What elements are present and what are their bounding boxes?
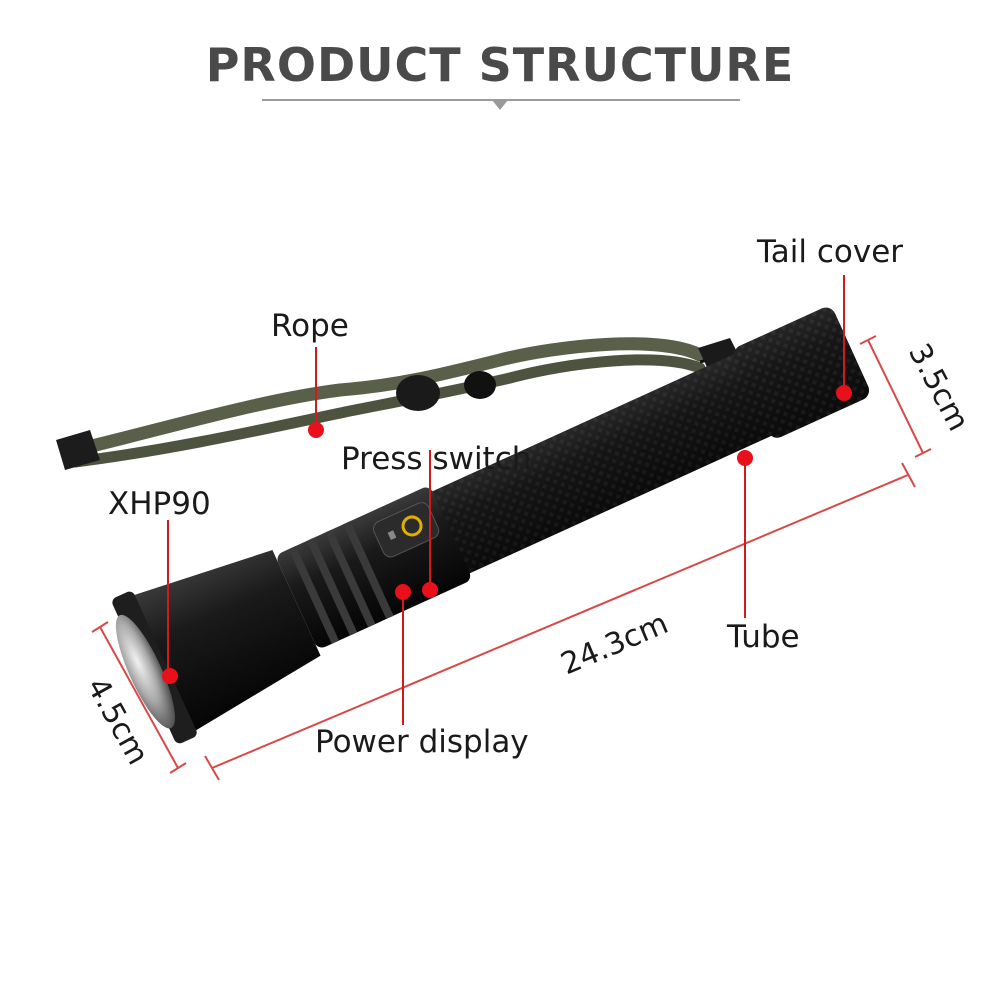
tail-dimension-line xyxy=(867,339,924,454)
rope-marker xyxy=(308,422,324,438)
rope-label: Rope xyxy=(271,308,349,344)
power-display-marker xyxy=(395,584,411,600)
dimension-lines xyxy=(91,335,932,781)
power-button-icon xyxy=(401,515,423,537)
press-switch-marker xyxy=(422,582,438,598)
xhp90-label: XHP90 xyxy=(108,486,211,522)
tail-cover-marker xyxy=(836,385,852,401)
markers xyxy=(162,385,852,684)
power-display-label: Power display xyxy=(315,724,529,760)
strap-end-cap xyxy=(56,430,100,470)
length-dimension-line xyxy=(211,474,909,769)
press-switch-label: Press switch xyxy=(341,441,532,477)
page-title: PRODUCT STRUCTURE xyxy=(205,38,795,92)
leader-lines xyxy=(167,275,845,725)
strap-bead xyxy=(464,371,496,399)
tail-cover-label: Tail cover xyxy=(757,234,904,270)
strap-bead xyxy=(396,375,440,411)
xhp90-marker xyxy=(162,668,178,684)
head-dimension-line xyxy=(99,626,179,769)
title-caret-icon xyxy=(492,100,508,110)
tube-label: Tube xyxy=(727,619,800,655)
flashlight-body xyxy=(112,307,870,744)
tube-marker xyxy=(737,450,753,466)
lens xyxy=(115,614,175,729)
